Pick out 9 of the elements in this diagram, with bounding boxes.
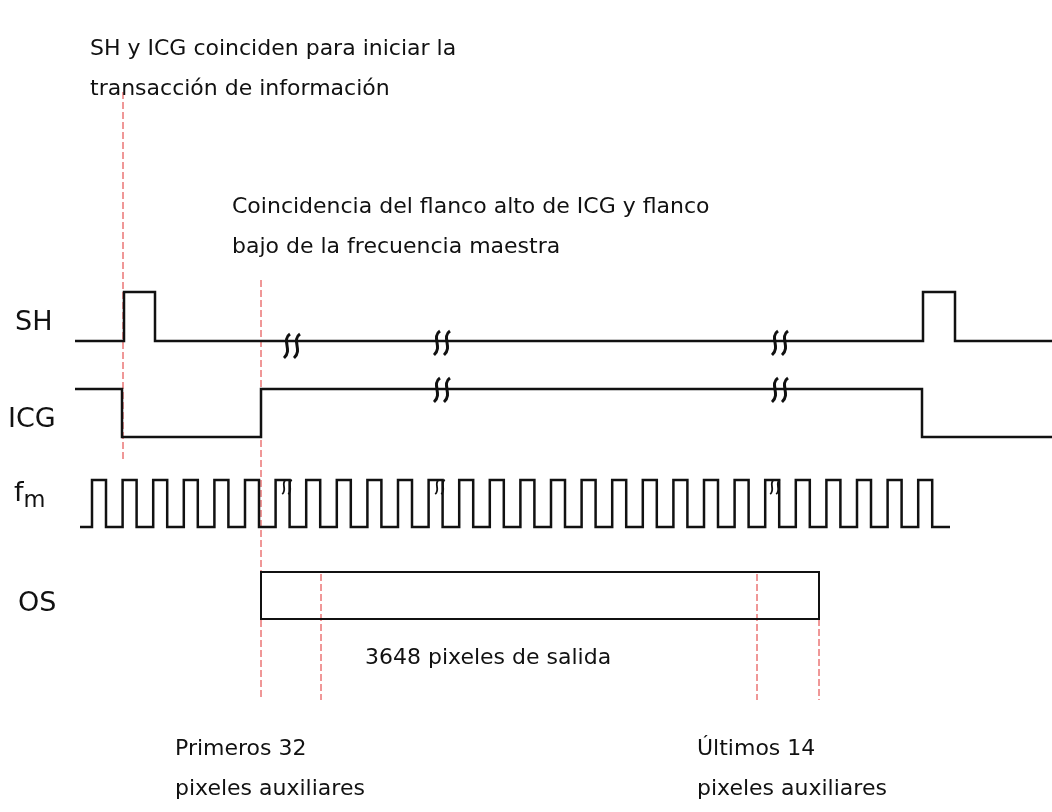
annotation-note: Coincidencia del flanco alto de ICG y flanco bajo de la frecuencia maestra (232, 192, 711, 260)
annotation-note: Últimos 14 pixeles auxiliares (697, 734, 888, 802)
signal-name: f$_{m}$ (14, 476, 46, 515)
annotation-note: Primeros 32 pixeles auxiliares (175, 734, 366, 802)
signal-name: ICG (8, 402, 56, 434)
signal-name: OS (18, 586, 57, 618)
measurement-label: 3648 pixeles de salida (365, 643, 612, 671)
signal-name: SH (15, 305, 53, 337)
annotation-note: SH y ICG coinciden para iniciar la transacción de información (90, 34, 458, 102)
